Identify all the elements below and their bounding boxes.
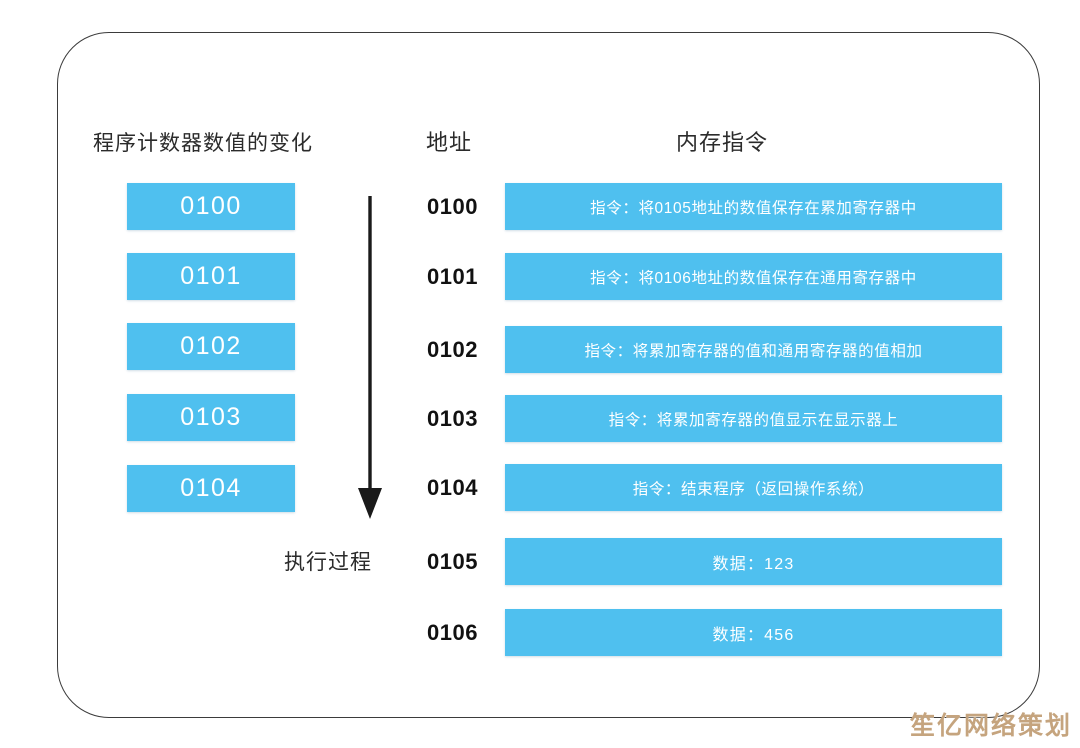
memory-content-text: 数据：123 [712, 555, 795, 573]
program-counter-box: 0101 [127, 253, 295, 300]
memory-address: 0105 [427, 548, 478, 574]
memory-content-bar: 指令：将0105地址的数值保存在累加寄存器中 [505, 183, 1002, 230]
memory-content-bar: 数据：123 [505, 538, 1002, 585]
program-counter-value: 0104 [180, 474, 242, 502]
memory-row: 0102 指令：将累加寄存器的值和通用寄存器的值相加 [427, 326, 1002, 373]
memory-address: 0100 [427, 193, 478, 219]
memory-content-bar: 数据：456 [505, 609, 1002, 656]
memory-content-text: 指令：将0106地址的数值保存在通用寄存器中 [590, 269, 917, 287]
memory-content-bar: 指令：结束程序（返回操作系统） [505, 464, 1002, 511]
memory-row: 0106 数据：456 [427, 609, 1002, 656]
memory-row: 0103 指令：将累加寄存器的值显示在显示器上 [427, 395, 1002, 442]
memory-content-text: 指令：将累加寄存器的值和通用寄存器的值相加 [584, 342, 923, 360]
memory-content-text: 指令：将0105地址的数值保存在累加寄存器中 [590, 199, 917, 217]
memory-address: 0101 [427, 263, 478, 289]
program-counter-value: 0100 [180, 192, 242, 220]
memory-content-bar: 指令：将累加寄存器的值和通用寄存器的值相加 [505, 326, 1002, 373]
memory-content-text: 数据：456 [712, 626, 795, 644]
memory-address: 0106 [427, 619, 478, 645]
memory-address: 0104 [427, 474, 478, 500]
execution-flow-label: 执行过程 [284, 551, 372, 574]
execution-flow-arrow-icon [358, 196, 382, 519]
program-counter-value: 0101 [180, 262, 242, 290]
memory-row: 0104 指令：结束程序（返回操作系统） [427, 464, 1002, 511]
program-counter-box: 0104 [127, 465, 295, 512]
program-counter-column-header: 程序计数器数值的变化 [93, 132, 313, 155]
memory-content-text: 指令：将累加寄存器的值显示在显示器上 [608, 411, 899, 429]
memory-content-bar: 指令：将0106地址的数值保存在通用寄存器中 [505, 253, 1002, 300]
program-counter-box: 0100 [127, 183, 295, 230]
address-column-header: 地址 [426, 130, 473, 155]
program-counter-box: 0103 [127, 394, 295, 441]
diagram-frame [57, 32, 1040, 718]
memory-address: 0102 [427, 336, 478, 362]
memory-row: 0105 数据：123 [427, 538, 1002, 585]
memory-row: 0101 指令：将0106地址的数值保存在通用寄存器中 [427, 253, 1002, 300]
memory-content-text: 指令：结束程序（返回操作系统） [632, 480, 875, 498]
program-counter-value: 0102 [180, 332, 242, 360]
memory-content-bar: 指令：将累加寄存器的值显示在显示器上 [505, 395, 1002, 442]
program-counter-value: 0103 [180, 403, 242, 431]
memory-row: 0100 指令：将0105地址的数值保存在累加寄存器中 [427, 183, 1002, 230]
program-counter-box: 0102 [127, 323, 295, 370]
memory-address: 0103 [427, 405, 478, 431]
watermark: 笙亿网络策划 [909, 712, 1072, 740]
memory-instruction-column-header: 内存指令 [676, 130, 769, 155]
